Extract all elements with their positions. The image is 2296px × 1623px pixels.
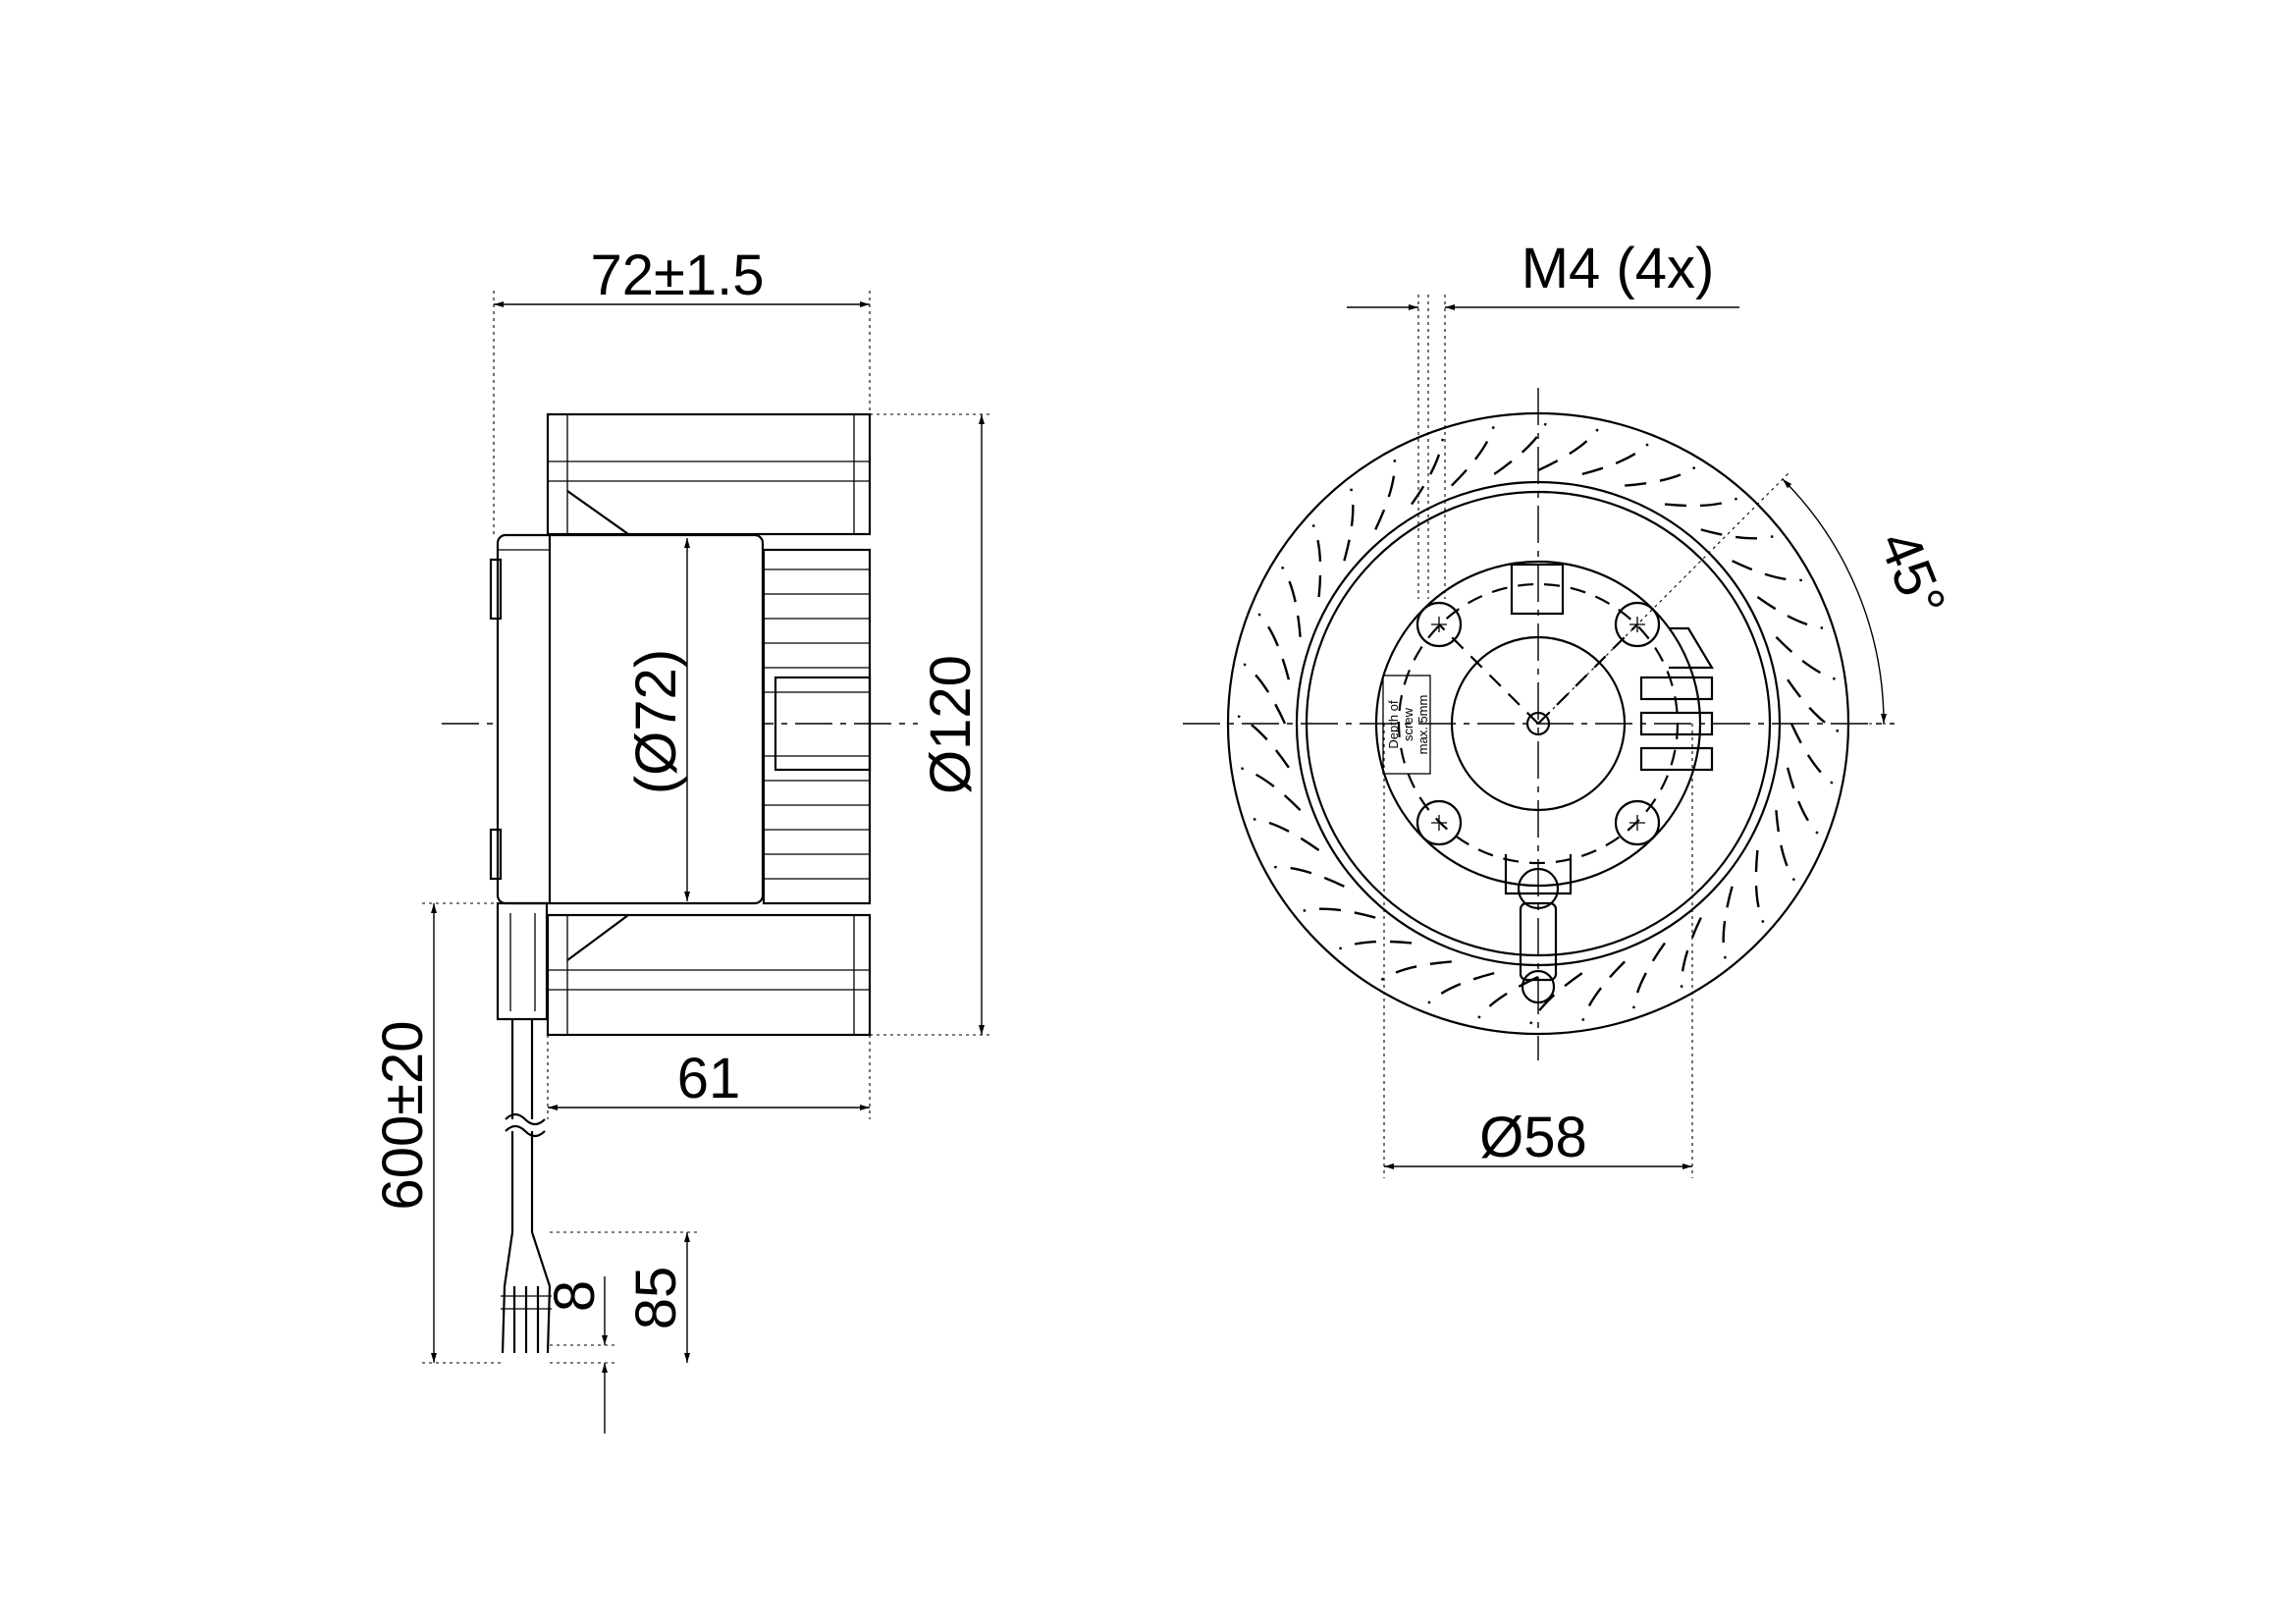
impeller-blade xyxy=(1243,663,1287,725)
impeller-blade xyxy=(1477,975,1539,1019)
motor-housing xyxy=(496,533,765,905)
impeller-blade xyxy=(1680,917,1702,988)
overall-length-label: 72±1.5 xyxy=(591,243,765,307)
wire-separation-label: 85 xyxy=(624,1267,688,1330)
impeller-blade xyxy=(1374,460,1397,530)
cable-gland xyxy=(496,901,549,1021)
impeller-blade xyxy=(1775,635,1836,680)
mounting-hole xyxy=(1415,799,1463,846)
impeller-blade xyxy=(1732,560,1802,582)
note-line-2: screw xyxy=(1401,707,1415,741)
impeller-blade xyxy=(1722,886,1734,959)
impeller-blade xyxy=(1581,443,1649,476)
impeller-blade xyxy=(1338,940,1413,950)
impeller-blade xyxy=(1625,465,1696,487)
impeller-diameter-label: Ø120 xyxy=(919,655,983,794)
impeller-blade xyxy=(1775,810,1796,882)
impeller-blade xyxy=(1664,497,1738,508)
impeller-bottom-band xyxy=(546,913,872,1037)
mounting-thread-label: M4 (4x) xyxy=(1522,237,1715,300)
impeller-blade xyxy=(1237,715,1290,769)
note-line-1: Depth of xyxy=(1386,700,1401,749)
mounting-hole xyxy=(1614,799,1661,846)
impeller-blade xyxy=(1632,942,1666,1009)
impeller-blade xyxy=(1380,960,1452,982)
impeller-length-label: 61 xyxy=(677,1047,741,1110)
mounting-hole xyxy=(1415,601,1463,648)
dim-arc-angle xyxy=(1782,478,1888,725)
impeller-blade xyxy=(1253,818,1320,851)
impeller-blade xyxy=(1241,767,1302,812)
screw-pitch-circle xyxy=(1397,582,1680,865)
cable-length-label: 600±20 xyxy=(371,1020,435,1210)
vent-slots xyxy=(1639,626,1714,772)
impeller-blade xyxy=(1700,528,1774,540)
impeller-blade xyxy=(1537,428,1599,472)
hub-outer xyxy=(1450,635,1627,812)
impeller-blade xyxy=(1786,767,1819,835)
front-view: Depth of screw max. 5mm M4 (4x) Ø58 45° xyxy=(1183,237,1958,1178)
motor-diameter-label: (Ø72) xyxy=(624,649,688,794)
hub-plate xyxy=(1374,560,1702,888)
note-line-3: max. 5mm xyxy=(1415,695,1430,755)
impeller-blade xyxy=(1280,566,1302,637)
impeller-inner-ring-2 xyxy=(1305,490,1772,957)
impeller-blade xyxy=(1756,596,1824,629)
ext-line xyxy=(1537,470,1791,725)
impeller-blade xyxy=(1493,422,1547,475)
wire-strip-label: 8 xyxy=(543,1280,607,1312)
side-view: 72±1.5 61 Ø120 (Ø72) 600±20 85 8 xyxy=(371,243,993,1434)
cable-outlet xyxy=(1504,854,1573,1004)
impeller-top-diag xyxy=(566,490,629,535)
diagonal-line xyxy=(1438,623,1539,725)
impeller-inner-ring xyxy=(1295,480,1782,967)
top-connector xyxy=(1510,563,1565,616)
impeller-blade xyxy=(1529,972,1583,1025)
hub-center xyxy=(1525,711,1551,736)
impeller-blade xyxy=(1343,488,1355,562)
impeller-blade xyxy=(1754,849,1765,924)
impeller-blade xyxy=(1427,971,1495,1004)
motor-clip xyxy=(489,558,503,621)
impeller-blade xyxy=(1411,438,1444,506)
impeller-blade xyxy=(1581,960,1627,1021)
cable xyxy=(501,1019,552,1354)
impeller-top-band xyxy=(546,412,872,536)
impeller-blade xyxy=(1789,723,1834,784)
impeller-bottom-diag xyxy=(566,914,629,961)
impeller-blade xyxy=(1303,907,1376,919)
impeller-blades xyxy=(762,548,872,905)
impeller-blade xyxy=(1311,523,1322,598)
motor-clip xyxy=(489,828,503,881)
angle-label: 45° xyxy=(1867,522,1958,626)
hub-diameter-label: Ø58 xyxy=(1479,1106,1587,1169)
impeller-blade xyxy=(1257,613,1291,680)
impeller-blade xyxy=(1450,426,1495,487)
impeller-blade xyxy=(1274,865,1345,888)
screw-depth-note: Depth of screw max. 5mm xyxy=(1382,675,1431,775)
